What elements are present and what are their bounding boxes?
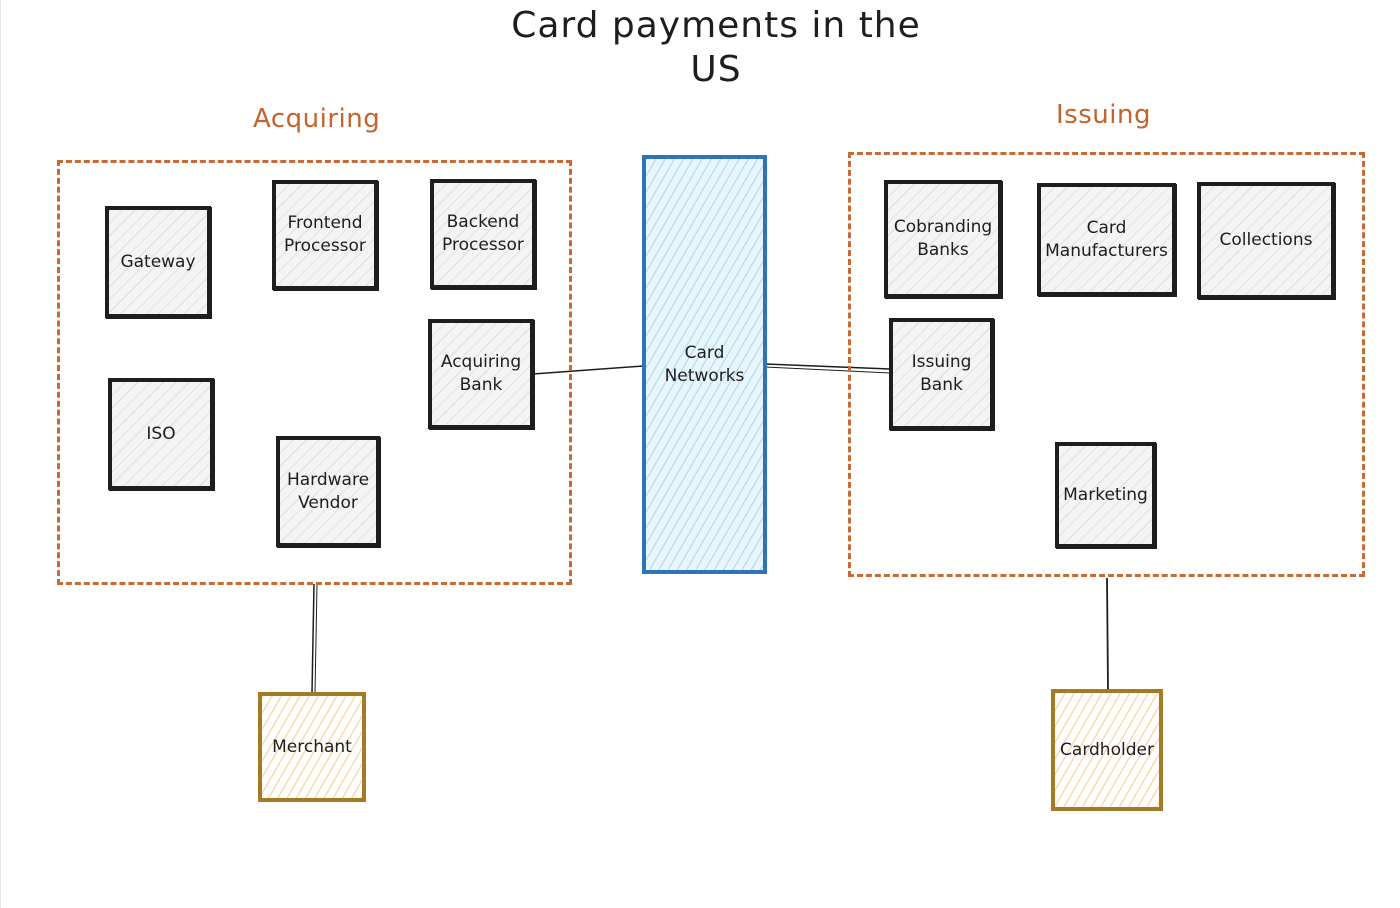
issuing-bank-label: Issuing Bank [911, 352, 972, 395]
cobranding-banks-node[interactable]: Cobranding Banks [884, 180, 1002, 298]
frontend-processor-label: Frontend Processor [284, 213, 366, 256]
connector-acquiring-to-merchant-2 [314, 583, 318, 694]
marketing-label: Marketing [1063, 484, 1148, 505]
connector-card-networks-to-issuing-bank-2 [764, 366, 891, 374]
card-manufacturers-node[interactable]: Card Manufacturers [1037, 183, 1176, 296]
gateway-label: Gateway [120, 251, 196, 272]
connector-issuing-to-cardholder [1106, 577, 1109, 690]
diagram-title: Card payments in the US [511, 5, 921, 90]
connector-acquiring-to-merchant [311, 583, 315, 694]
connector-acquiring-bank-to-card-networks [532, 365, 644, 375]
backend-processor-node[interactable]: Backend Processor [430, 179, 536, 289]
acquiring-bank-node[interactable]: Acquiring Bank [428, 319, 534, 429]
iso-label: ISO [146, 423, 176, 444]
hardware-vendor-node[interactable]: Hardware Vendor [276, 436, 380, 547]
iso-node[interactable]: ISO [108, 378, 214, 490]
card-networks-node[interactable]: Card Networks [642, 155, 767, 574]
issuing-group [848, 152, 1365, 577]
marketing-node[interactable]: Marketing [1055, 442, 1156, 548]
cardholder-label: Cardholder [1060, 739, 1154, 760]
acquiring-bank-label: Acquiring Bank [440, 352, 522, 395]
card-manufacturers-label: Card Manufacturers [1045, 217, 1168, 261]
backend-processor-label: Backend Processor [442, 212, 524, 255]
issuing-bank-node[interactable]: Issuing Bank [889, 318, 994, 430]
cardholder-node[interactable]: Cardholder [1051, 689, 1163, 811]
hardware-vendor-label: Hardware Vendor [286, 469, 370, 513]
collections-label: Collections [1219, 230, 1313, 250]
merchant-node[interactable]: Merchant [258, 692, 366, 802]
acquiring-group [57, 160, 572, 585]
collections-node[interactable]: Collections [1197, 182, 1335, 299]
connector-card-networks-to-issuing-bank [764, 363, 891, 370]
issuing-label: Issuing [1056, 100, 1151, 130]
merchant-label: Merchant [272, 736, 352, 757]
gateway-node[interactable]: Gateway [105, 206, 211, 318]
card-networks-label: Card Networks [664, 342, 745, 386]
frontend-processor-node[interactable]: Frontend Processor [272, 180, 378, 290]
cobranding-banks-label: Cobranding Banks [893, 217, 993, 260]
acquiring-label: Acquiring [253, 104, 381, 134]
